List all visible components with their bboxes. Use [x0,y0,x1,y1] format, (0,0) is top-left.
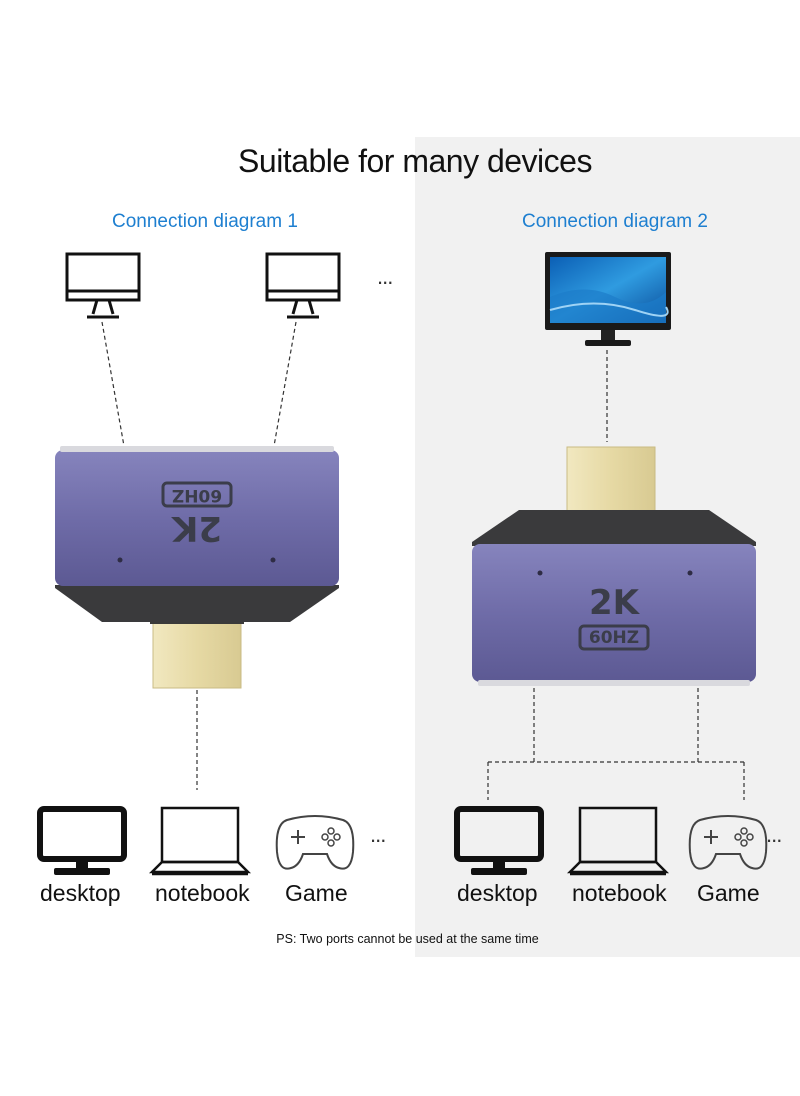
adapter-1-resolution: 2K [172,508,223,548]
desktop-icon [37,806,127,875]
monitor-color-icon [545,252,671,346]
adapter-1 [55,446,339,689]
notebook-icon [566,806,670,876]
adapter-2-resolution: 2K [588,583,639,623]
adapter-1-refresh: 60HZ [171,485,223,505]
usage-note: PS: Two ports cannot be used at the same… [276,932,539,946]
gamepad-icon [688,815,768,870]
page-title: Suitable for many devices [238,143,592,179]
more-monitors-ellipsis: ... [377,264,393,289]
game-label-2: Game [697,880,760,906]
more-devices-ellipsis-1: ... [370,822,386,847]
gamepad-icon [275,815,355,870]
notebook-label-1: notebook [155,880,250,906]
monitor-outline-icon [265,252,341,319]
monitor-outline-icon [65,252,141,319]
diagram-2-label: Connection diagram 2 [522,211,708,232]
diagram-1-label: Connection diagram 1 [112,211,298,232]
game-label-1: Game [285,880,348,906]
desktop-label-1: desktop [40,880,121,906]
notebook-icon [148,806,252,876]
desktop-icon [454,806,544,875]
adapter-2 [472,446,756,686]
desktop-label-2: desktop [457,880,538,906]
adapter-2-refresh: 60HZ [588,628,640,648]
more-devices-ellipsis-2: ... [766,822,782,847]
notebook-label-2: notebook [572,880,667,906]
connection-lines [101,321,745,800]
